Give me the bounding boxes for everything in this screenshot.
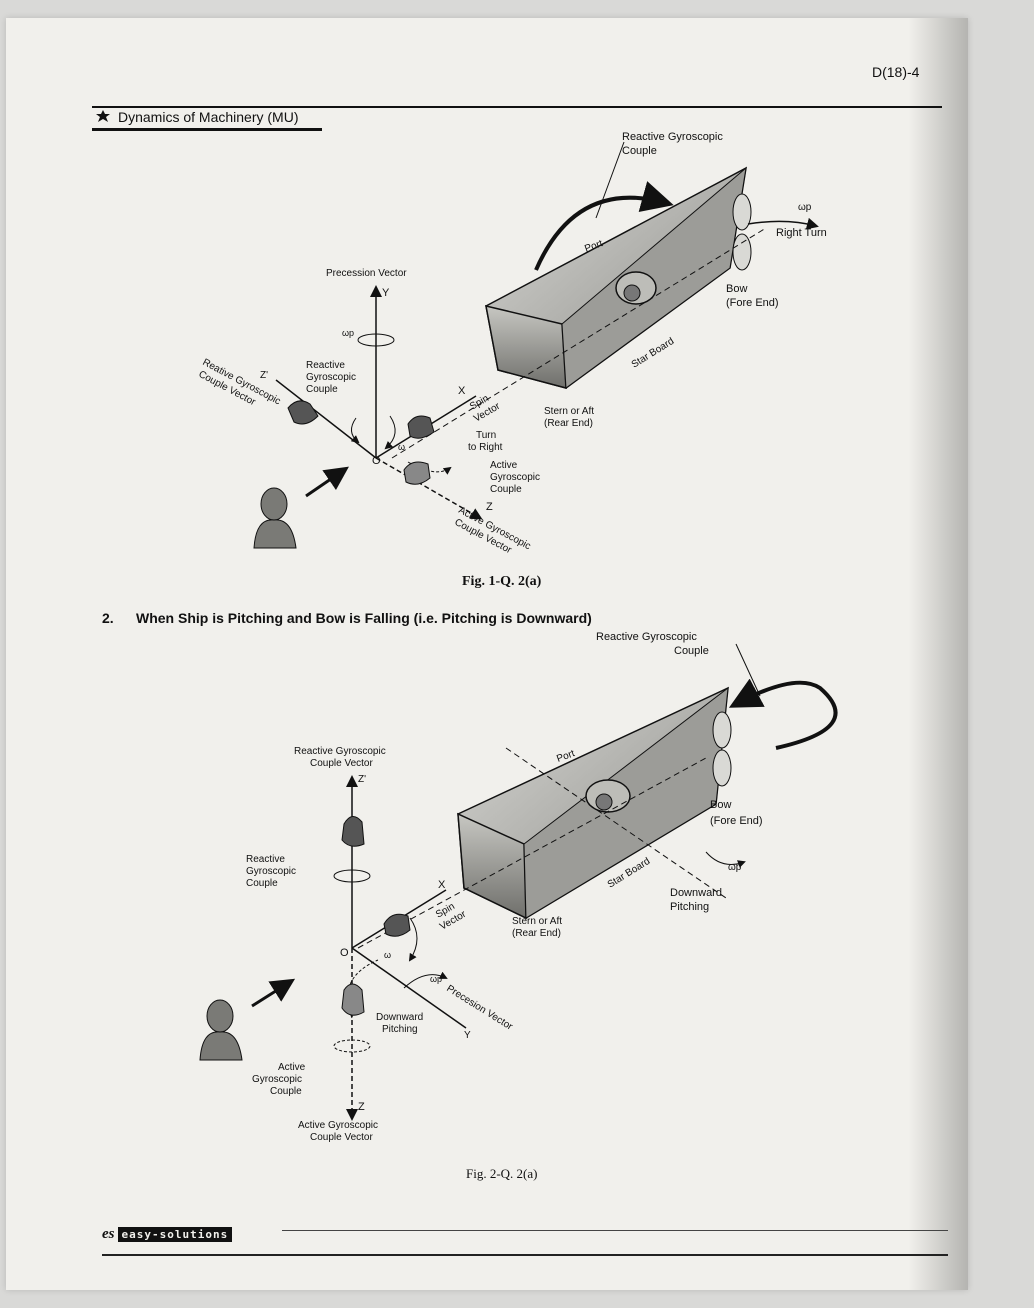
fig1-stern-l2: (Rear End) xyxy=(544,418,593,429)
figure-2: Reactive Gyroscopic Couple Port Bow (For… xyxy=(199,631,838,1143)
hand-icon-spin-2 xyxy=(383,913,411,937)
header-title: Dynamics of Machinery (MU) xyxy=(118,109,299,125)
figure-1-caption: Fig. 1-Q. 2(a) xyxy=(462,574,542,589)
fig2-downward-pitching-mid-l2: Pitching xyxy=(382,1024,418,1035)
fig1-x-axis: X xyxy=(458,385,466,397)
fig1-turn-right-l1: Turn xyxy=(476,430,496,441)
fig2-reactive-couple-left-l1: Reactive xyxy=(246,854,285,865)
fig2-reactive-couple-vector-l2: Couple Vector xyxy=(310,758,373,769)
fig2-active-couple-l1: Active xyxy=(278,1062,306,1073)
brand-logo-mark: es xyxy=(102,1226,115,1242)
fig1-y-axis: Y xyxy=(382,287,390,299)
fig2-reactive-couple-left-l3: Couple xyxy=(246,878,278,889)
hand-icon-spin-1 xyxy=(407,415,435,439)
hand-icon-reactive-1 xyxy=(287,400,319,425)
z-axis-1 xyxy=(375,457,483,520)
fig2-active-couple-vector-l2: Couple Vector xyxy=(310,1132,373,1143)
section-title: When Ship is Pitching and Bow is Falling… xyxy=(136,610,592,626)
figure-1: Reactive Gyroscopic Couple ωp Right Turn… xyxy=(197,131,827,556)
fig2-x-axis: X xyxy=(438,879,446,891)
fig2-stern-l2: (Rear End) xyxy=(512,928,561,939)
figure-2-caption: Fig. 2-Q. 2(a) xyxy=(466,1166,538,1181)
textbook-page: D(18)-4 Dynamics of Machinery (MU) xyxy=(6,18,968,1290)
footer-rule xyxy=(102,1254,948,1256)
y-axis-2 xyxy=(351,947,467,1029)
fig2-reactive-couple-top-l1: Reactive Gyroscopic xyxy=(596,631,697,643)
fig2-active-couple-l2: Gyroscopic xyxy=(252,1074,302,1085)
hand-icon-active-2 xyxy=(341,983,365,1016)
fig1-precession-vector: Precession Vector xyxy=(326,268,407,279)
fig2-active-couple-l3: Couple xyxy=(270,1086,302,1097)
fig2-precession-vector: Precesion Vector xyxy=(444,983,515,1033)
fig1-star-board: Star Board xyxy=(630,336,676,371)
view-arrow-1 xyxy=(305,466,349,498)
hand-icon-active-1 xyxy=(403,461,431,485)
header-rule xyxy=(92,106,942,108)
observer-person-icon-1 xyxy=(253,487,297,549)
footer-rule-top xyxy=(282,1230,948,1231)
brand-name: easy-solutions xyxy=(117,1227,233,1242)
fig1-reactive-couple-top-l1: Reactive Gyroscopic xyxy=(622,131,723,143)
ship-hull-1 xyxy=(391,166,767,459)
fig1-reactive-couple-left-l2: Gyroscopic xyxy=(306,372,356,383)
fig1-origin: O xyxy=(372,455,381,467)
fig2-reactive-couple-left-l2: Gyroscopic xyxy=(246,866,296,877)
fig2-z-axis: Z xyxy=(358,1101,365,1113)
fig1-active-couple-l2: Gyroscopic xyxy=(490,472,540,483)
fig1-turn-right-l2: to Right xyxy=(468,442,503,453)
fig2-y-axis: Y xyxy=(464,1030,471,1041)
fig1-reactive-couple-top-l2: Couple xyxy=(622,145,657,157)
ship-hull-2 xyxy=(357,686,732,949)
reactive-couple-arc-1 xyxy=(534,181,674,271)
fig1-bow-l2: (Fore End) xyxy=(726,297,779,309)
fig2-stern-l1: Stern or Aft xyxy=(512,916,562,927)
fig2-downward-pitching-right-l2: Pitching xyxy=(670,901,709,913)
fig2-bow-l1: Bow xyxy=(710,799,731,811)
fig1-omega-p-axis: ωp xyxy=(342,328,354,338)
observer-person-icon-2 xyxy=(199,999,243,1061)
section-number: 2. xyxy=(102,610,114,626)
right-turn-arrow xyxy=(747,217,819,230)
header-underline xyxy=(92,128,322,131)
fig1-bow-l1: Bow xyxy=(726,283,747,295)
footer-brand: es easy-solutions xyxy=(102,1226,233,1243)
fig1-omega: ω xyxy=(398,442,405,452)
fig2-active-couple-vector-l1: Active Gyroscopic xyxy=(298,1120,378,1131)
fig2-bow-l2: (Fore End) xyxy=(710,815,763,827)
section-heading: 2. When Ship is Pitching and Bow is Falli… xyxy=(102,610,592,626)
fig2-origin: O xyxy=(340,947,349,959)
fig1-stern-l1: Stern or Aft xyxy=(544,406,594,417)
z-prime-axis-1 xyxy=(275,379,377,459)
publisher-logo-icon xyxy=(96,110,110,122)
fig2-omega: ω xyxy=(384,950,391,960)
fig1-right-turn: Right Turn xyxy=(776,227,827,239)
page-edge-shadow xyxy=(908,18,968,1290)
fig1-z-prime: Z' xyxy=(260,370,268,381)
fig1-reactive-couple-left-l1: Reactive xyxy=(306,360,345,371)
fig2-omega-p-mid: ωp xyxy=(430,974,442,984)
fig2-reactive-couple-top-l2: Couple xyxy=(674,645,709,657)
page-code: D(18)-4 xyxy=(872,64,920,80)
fig2-omega-p: ωp xyxy=(728,862,742,873)
reactive-couple-arc-2 xyxy=(728,678,838,750)
fig1-active-couple-l1: Active xyxy=(490,460,518,471)
view-arrow-2 xyxy=(251,978,296,1008)
fig2-z-prime: Z' xyxy=(358,774,366,785)
running-header: Dynamics of Machinery (MU) xyxy=(94,108,298,126)
fig1-reactive-couple-left-l3: Couple xyxy=(306,384,338,395)
fig2-downward-pitching-right-l1: Downward xyxy=(670,887,722,899)
hand-icon-reactive-2 xyxy=(341,816,365,847)
fig2-reactive-couple-vector-l1: Reactive Gyroscopic xyxy=(294,746,386,757)
fig1-omega-p: ωp xyxy=(798,202,812,213)
fig1-z-axis: Z xyxy=(486,501,493,513)
fig2-downward-pitching-mid-l1: Downward xyxy=(376,1012,423,1023)
fig1-active-couple-l3: Couple xyxy=(490,484,522,495)
